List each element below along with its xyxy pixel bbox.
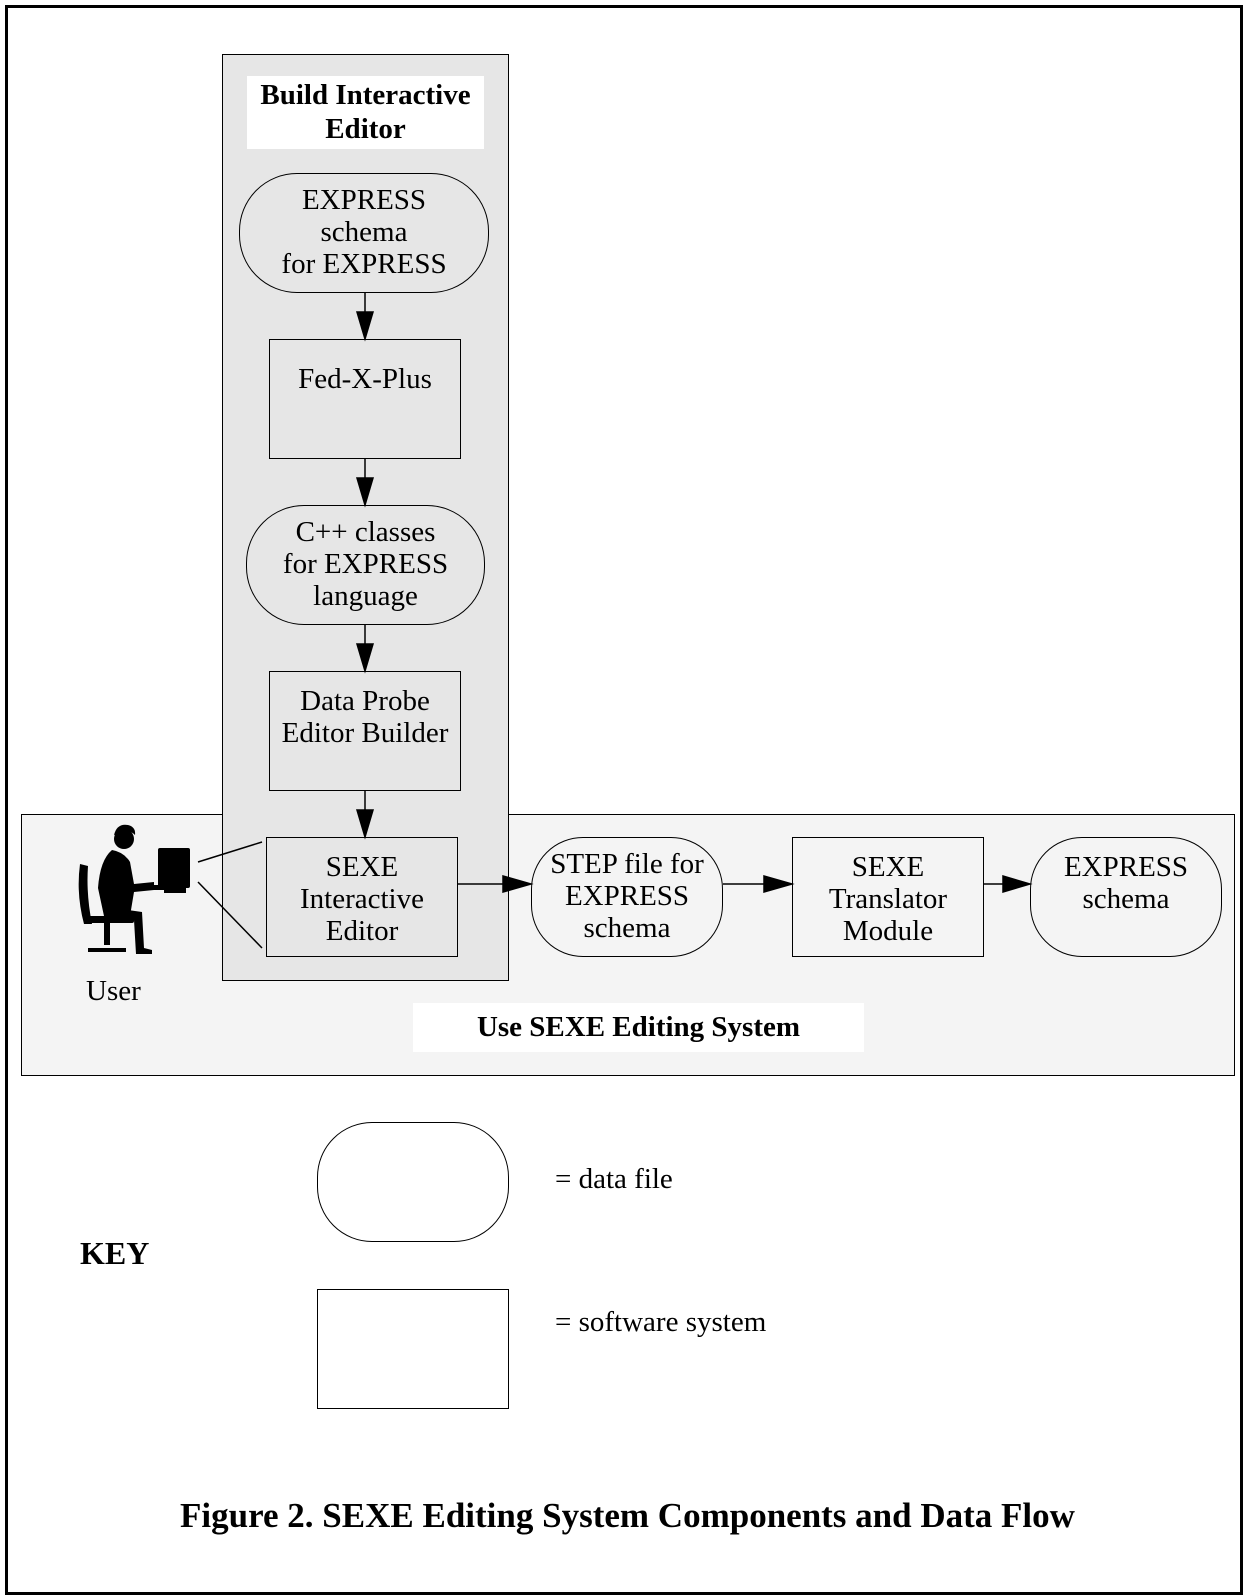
node-line: Module [842, 914, 934, 947]
node-line: schema [320, 216, 408, 249]
node-data-probe-editor-builder: Data Probe Editor Builder [269, 671, 461, 791]
region-build-title: Build Interactive Editor [247, 76, 484, 149]
node-line: Translator [828, 882, 948, 915]
node-line: EXPRESS [564, 880, 690, 913]
node-express-schema-for-express: EXPRESS schema for EXPRESS [239, 173, 489, 293]
key-heading: KEY [80, 1235, 150, 1271]
node-line: SEXE [851, 851, 925, 883]
region-use-title: Use SEXE Editing System [413, 1003, 864, 1052]
node-sexe-translator-module: SEXE Translator Module [792, 837, 984, 957]
key-software-system-shape [317, 1289, 509, 1409]
key-software-system-label: = software system [555, 1306, 767, 1338]
node-line: schema [583, 911, 671, 944]
node-line: Data Probe [300, 685, 430, 717]
node-line: Fed-X-Plus [298, 363, 432, 395]
node-cpp-classes: C++ classes for EXPRESS language [246, 505, 485, 625]
node-line: C++ classes [295, 516, 436, 549]
user-label: User [86, 975, 141, 1007]
node-line: for EXPRESS [281, 247, 447, 280]
node-line: language [313, 579, 418, 612]
node-sexe-interactive-editor: SEXE Interactive Editor [266, 837, 458, 957]
node-line: schema [1082, 882, 1170, 915]
node-line: EXPRESS [301, 184, 427, 217]
key-data-file-shape [317, 1122, 509, 1242]
node-line: Editor [325, 914, 399, 947]
node-line: STEP file for [550, 848, 704, 881]
node-line: Editor Builder [281, 716, 449, 749]
figure-frame [5, 5, 1243, 1595]
node-line: EXPRESS [1063, 851, 1189, 883]
node-step-file: STEP file for EXPRESS schema [531, 837, 723, 957]
node-fed-x-plus: Fed-X-Plus [269, 339, 461, 459]
node-express-schema-output: EXPRESS schema [1030, 837, 1222, 957]
node-line: Interactive [300, 882, 424, 915]
node-line: SEXE [325, 851, 399, 883]
figure-caption: Figure 2. SEXE Editing System Components… [180, 1496, 1075, 1535]
node-line: for EXPRESS [282, 548, 449, 581]
key-data-file-label: = data file [555, 1163, 673, 1195]
